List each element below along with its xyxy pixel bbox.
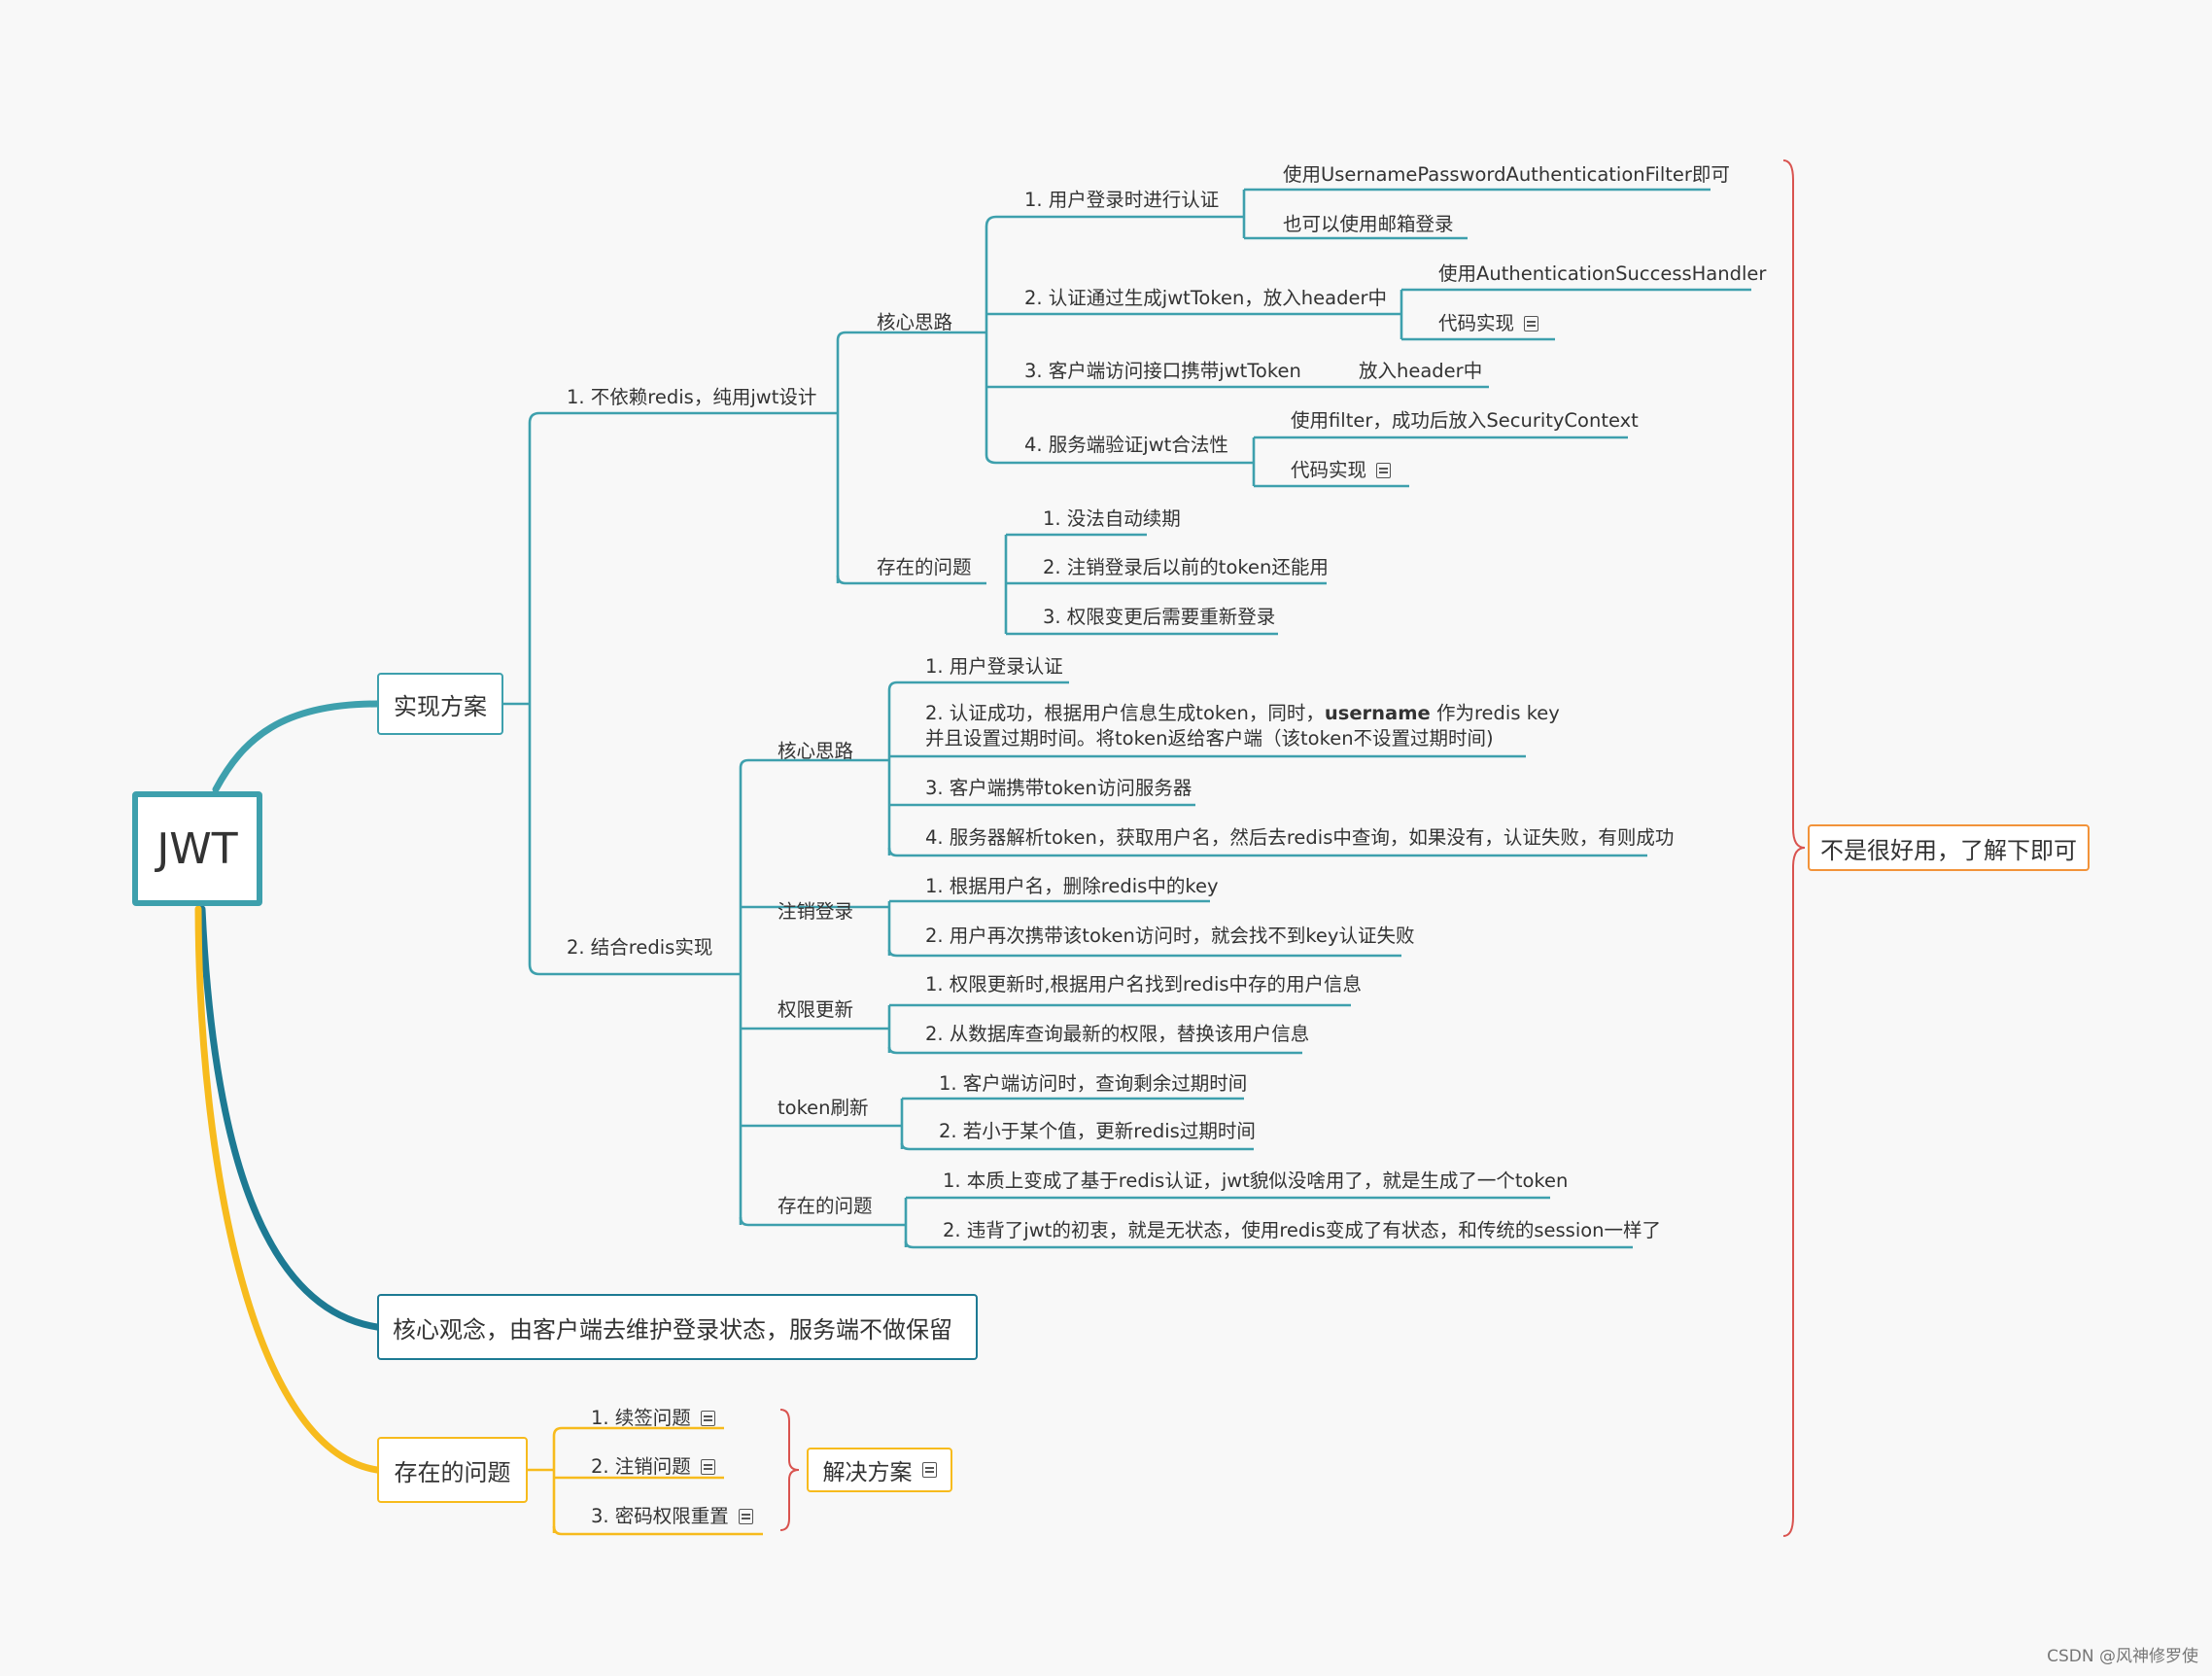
redis-core-item-3[interactable]: 3. 客户端携带token访问服务器 <box>925 777 1192 799</box>
item2-post: 作为redis key <box>1430 702 1560 724</box>
issue-item-2[interactable]: 2. 注销问题 <box>591 1454 715 1480</box>
issue-item-2-label: 2. 注销问题 <box>591 1455 691 1478</box>
issue-item-1-label: 1. 续签问题 <box>591 1407 691 1429</box>
redis-core-item-2[interactable]: 2. 认证成功，根据用户信息生成token，同时，username 作为redi… <box>925 701 1560 726</box>
redis-core-label[interactable]: 核心思路 <box>778 740 854 762</box>
pure-jwt-step2-child1[interactable]: 使用AuthenticationSuccessHandler <box>1438 262 1767 285</box>
pure-jwt-problems-label[interactable]: 存在的问题 <box>877 556 972 578</box>
redis-core-item-2-line2: 并且设置过期时间。将token返给客户端（该token不设置过期时间) <box>925 727 1494 750</box>
item2-bold: username <box>1324 702 1431 724</box>
note-icon[interactable] <box>700 1459 715 1475</box>
pure-jwt-step4-child2[interactable]: 代码实现 <box>1291 458 1392 483</box>
pure-jwt-step4-child1[interactable]: 使用filter，成功后放入SecurityContext <box>1291 409 1639 432</box>
item2-text: 2. 认证成功，根据用户信息生成token，同时， <box>925 702 1325 724</box>
pure-jwt-step4[interactable]: 4. 服务端验证jwt合法性 <box>1024 434 1228 456</box>
redis-perm-item-2[interactable]: 2. 从数据库查询最新的权限，替换该用户信息 <box>925 1023 1310 1045</box>
issues-node[interactable]: 存在的问题 <box>377 1437 528 1503</box>
redis-perm-label[interactable]: 权限更新 <box>778 998 854 1021</box>
implementation-node[interactable]: 实现方案 <box>377 673 503 735</box>
redis-core-item-4[interactable]: 4. 服务器解析token，获取用户名，然后去redis中查询，如果没有，认证失… <box>925 826 1675 849</box>
watermark: CSDN @风神修罗使 <box>2047 1647 2198 1666</box>
pure-jwt-step1[interactable]: 1. 用户登录时进行认证 <box>1024 189 1220 211</box>
redis-refresh-label[interactable]: token刷新 <box>778 1097 869 1119</box>
pure-jwt-label[interactable]: 1. 不依赖redis，纯用jwt设计 <box>567 386 817 408</box>
redis-logout-item-1[interactable]: 1. 根据用户名，删除redis中的key <box>925 875 1219 897</box>
code-impl-label: 代码实现 <box>1291 459 1367 481</box>
note-icon[interactable] <box>700 1411 715 1426</box>
issues-label: 存在的问题 <box>394 1458 511 1486</box>
solution-node[interactable]: 解决方案 <box>807 1448 952 1492</box>
note-icon[interactable] <box>1524 316 1539 332</box>
pure-jwt-step1-child1[interactable]: 使用UsernamePasswordAuthenticationFilter即可 <box>1283 163 1730 186</box>
redis-perm-item-1[interactable]: 1. 权限更新时,根据用户名找到redis中存的用户信息 <box>925 973 1363 995</box>
redis-problem-2[interactable]: 2. 违背了jwt的初衷，就是无状态，使用redis变成了有状态，和传统的ses… <box>943 1219 1662 1241</box>
pure-jwt-problem-1[interactable]: 1. 没法自动续期 <box>1043 507 1181 530</box>
redis-core-item-1[interactable]: 1. 用户登录认证 <box>925 655 1063 678</box>
implementation-label: 实现方案 <box>394 692 487 720</box>
note-icon[interactable] <box>1376 463 1392 478</box>
pure-jwt-step1-child2[interactable]: 也可以使用邮箱登录 <box>1283 213 1454 235</box>
pure-jwt-problem-2[interactable]: 2. 注销登录后以前的token还能用 <box>1043 556 1329 578</box>
summary-node[interactable]: 不是很好用，了解下即可 <box>1808 824 2090 871</box>
core-concept-label: 核心观念，由客户端去维护登录状态，服务端不做保留 <box>393 1315 952 1344</box>
redis-problems-label[interactable]: 存在的问题 <box>778 1195 873 1217</box>
redis-refresh-item-2[interactable]: 2. 若小于某个值，更新redis过期时间 <box>939 1120 1256 1142</box>
note-icon[interactable] <box>921 1462 937 1478</box>
solution-label: 解决方案 <box>822 1460 913 1485</box>
root-label: JWT <box>156 823 238 874</box>
issue-item-3[interactable]: 3. 密码权限重置 <box>591 1504 753 1529</box>
redis-label[interactable]: 2. 结合redis实现 <box>567 936 713 959</box>
pure-jwt-problem-3[interactable]: 3. 权限变更后需要重新登录 <box>1043 606 1276 628</box>
redis-logout-item-2[interactable]: 2. 用户再次携带该token访问时，就会找不到key认证失败 <box>925 925 1415 947</box>
root-node[interactable]: JWT <box>132 791 262 906</box>
note-icon[interactable] <box>738 1509 753 1524</box>
pure-jwt-step3[interactable]: 3. 客户端访问接口携带jwtToken <box>1024 360 1301 382</box>
code-impl-label: 代码实现 <box>1438 312 1515 334</box>
core-concept-node[interactable]: 核心观念，由客户端去维护登录状态，服务端不做保留 <box>377 1294 978 1360</box>
pure-jwt-core-label[interactable]: 核心思路 <box>877 311 953 333</box>
redis-problem-1[interactable]: 1. 本质上变成了基于redis认证，jwt貌似没啥用了，就是生成了一个toke… <box>943 1170 1569 1192</box>
issue-item-1[interactable]: 1. 续签问题 <box>591 1406 715 1431</box>
redis-refresh-item-1[interactable]: 1. 客户端访问时，查询剩余过期时间 <box>939 1072 1248 1095</box>
pure-jwt-step3-child1[interactable]: 放入header中 <box>1359 360 1483 382</box>
pure-jwt-step2-child2[interactable]: 代码实现 <box>1438 311 1539 336</box>
pure-jwt-step2[interactable]: 2. 认证通过生成jwtToken，放入header中 <box>1024 287 1387 309</box>
issue-item-3-label: 3. 密码权限重置 <box>591 1505 729 1527</box>
summary-label: 不是很好用，了解下即可 <box>1820 836 2077 864</box>
redis-logout-label[interactable]: 注销登录 <box>778 900 854 923</box>
